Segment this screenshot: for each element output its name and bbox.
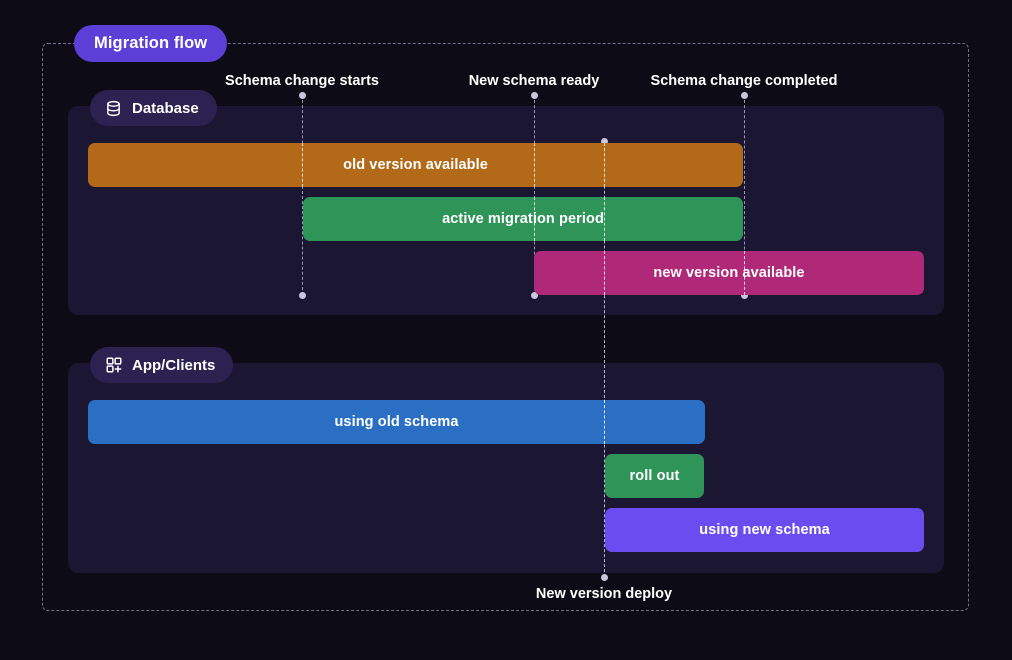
- bar-label: new version available: [653, 265, 805, 281]
- marker-dot-top: [530, 91, 538, 99]
- marker-label: New version deploy: [535, 586, 673, 602]
- bar-active-migration-period: active migration period: [303, 197, 743, 241]
- bar-label: old version available: [343, 157, 488, 173]
- marker-line: [302, 95, 303, 295]
- database-section-badge: Database: [90, 90, 217, 126]
- migration-flow-badge: Migration flow: [74, 25, 228, 62]
- marker-dot-bottom: [298, 291, 306, 299]
- app-clients-section-label: App/Clients: [132, 356, 216, 374]
- database-icon: [104, 99, 123, 118]
- marker-line: [534, 95, 535, 295]
- marker-dot-bottom: [740, 291, 748, 299]
- bar-using-new-schema: using new schema: [605, 508, 924, 552]
- bar-new-version-available: new version available: [534, 251, 924, 295]
- database-section-label: Database: [132, 99, 199, 117]
- marker-dot-top: [298, 91, 306, 99]
- bar-label: active migration period: [442, 211, 604, 227]
- bar-label: using old schema: [334, 414, 459, 430]
- marker-label: Schema change completed: [650, 73, 838, 89]
- app-clients-section-badge: App/Clients: [90, 347, 234, 383]
- marker-line: [604, 141, 605, 577]
- bar-label: roll out: [629, 468, 680, 484]
- marker-line: [744, 95, 745, 295]
- bar-old-version-available: old version available: [88, 143, 743, 187]
- marker-dot-top: [740, 91, 748, 99]
- bar-label: using new schema: [699, 522, 830, 538]
- bar-using-old-schema: using old schema: [88, 400, 705, 444]
- marker-dot-bottom: [530, 291, 538, 299]
- migration-flow-label: Migration flow: [94, 34, 208, 52]
- marker-dot-top: [600, 137, 608, 145]
- layout-grid-add-icon: [104, 356, 123, 375]
- bar-roll-out: roll out: [605, 454, 704, 498]
- marker-label: New schema ready: [468, 73, 600, 89]
- marker-dot-bottom: [600, 573, 608, 581]
- marker-label: Schema change starts: [225, 73, 379, 89]
- diagram-frame: [42, 43, 969, 611]
